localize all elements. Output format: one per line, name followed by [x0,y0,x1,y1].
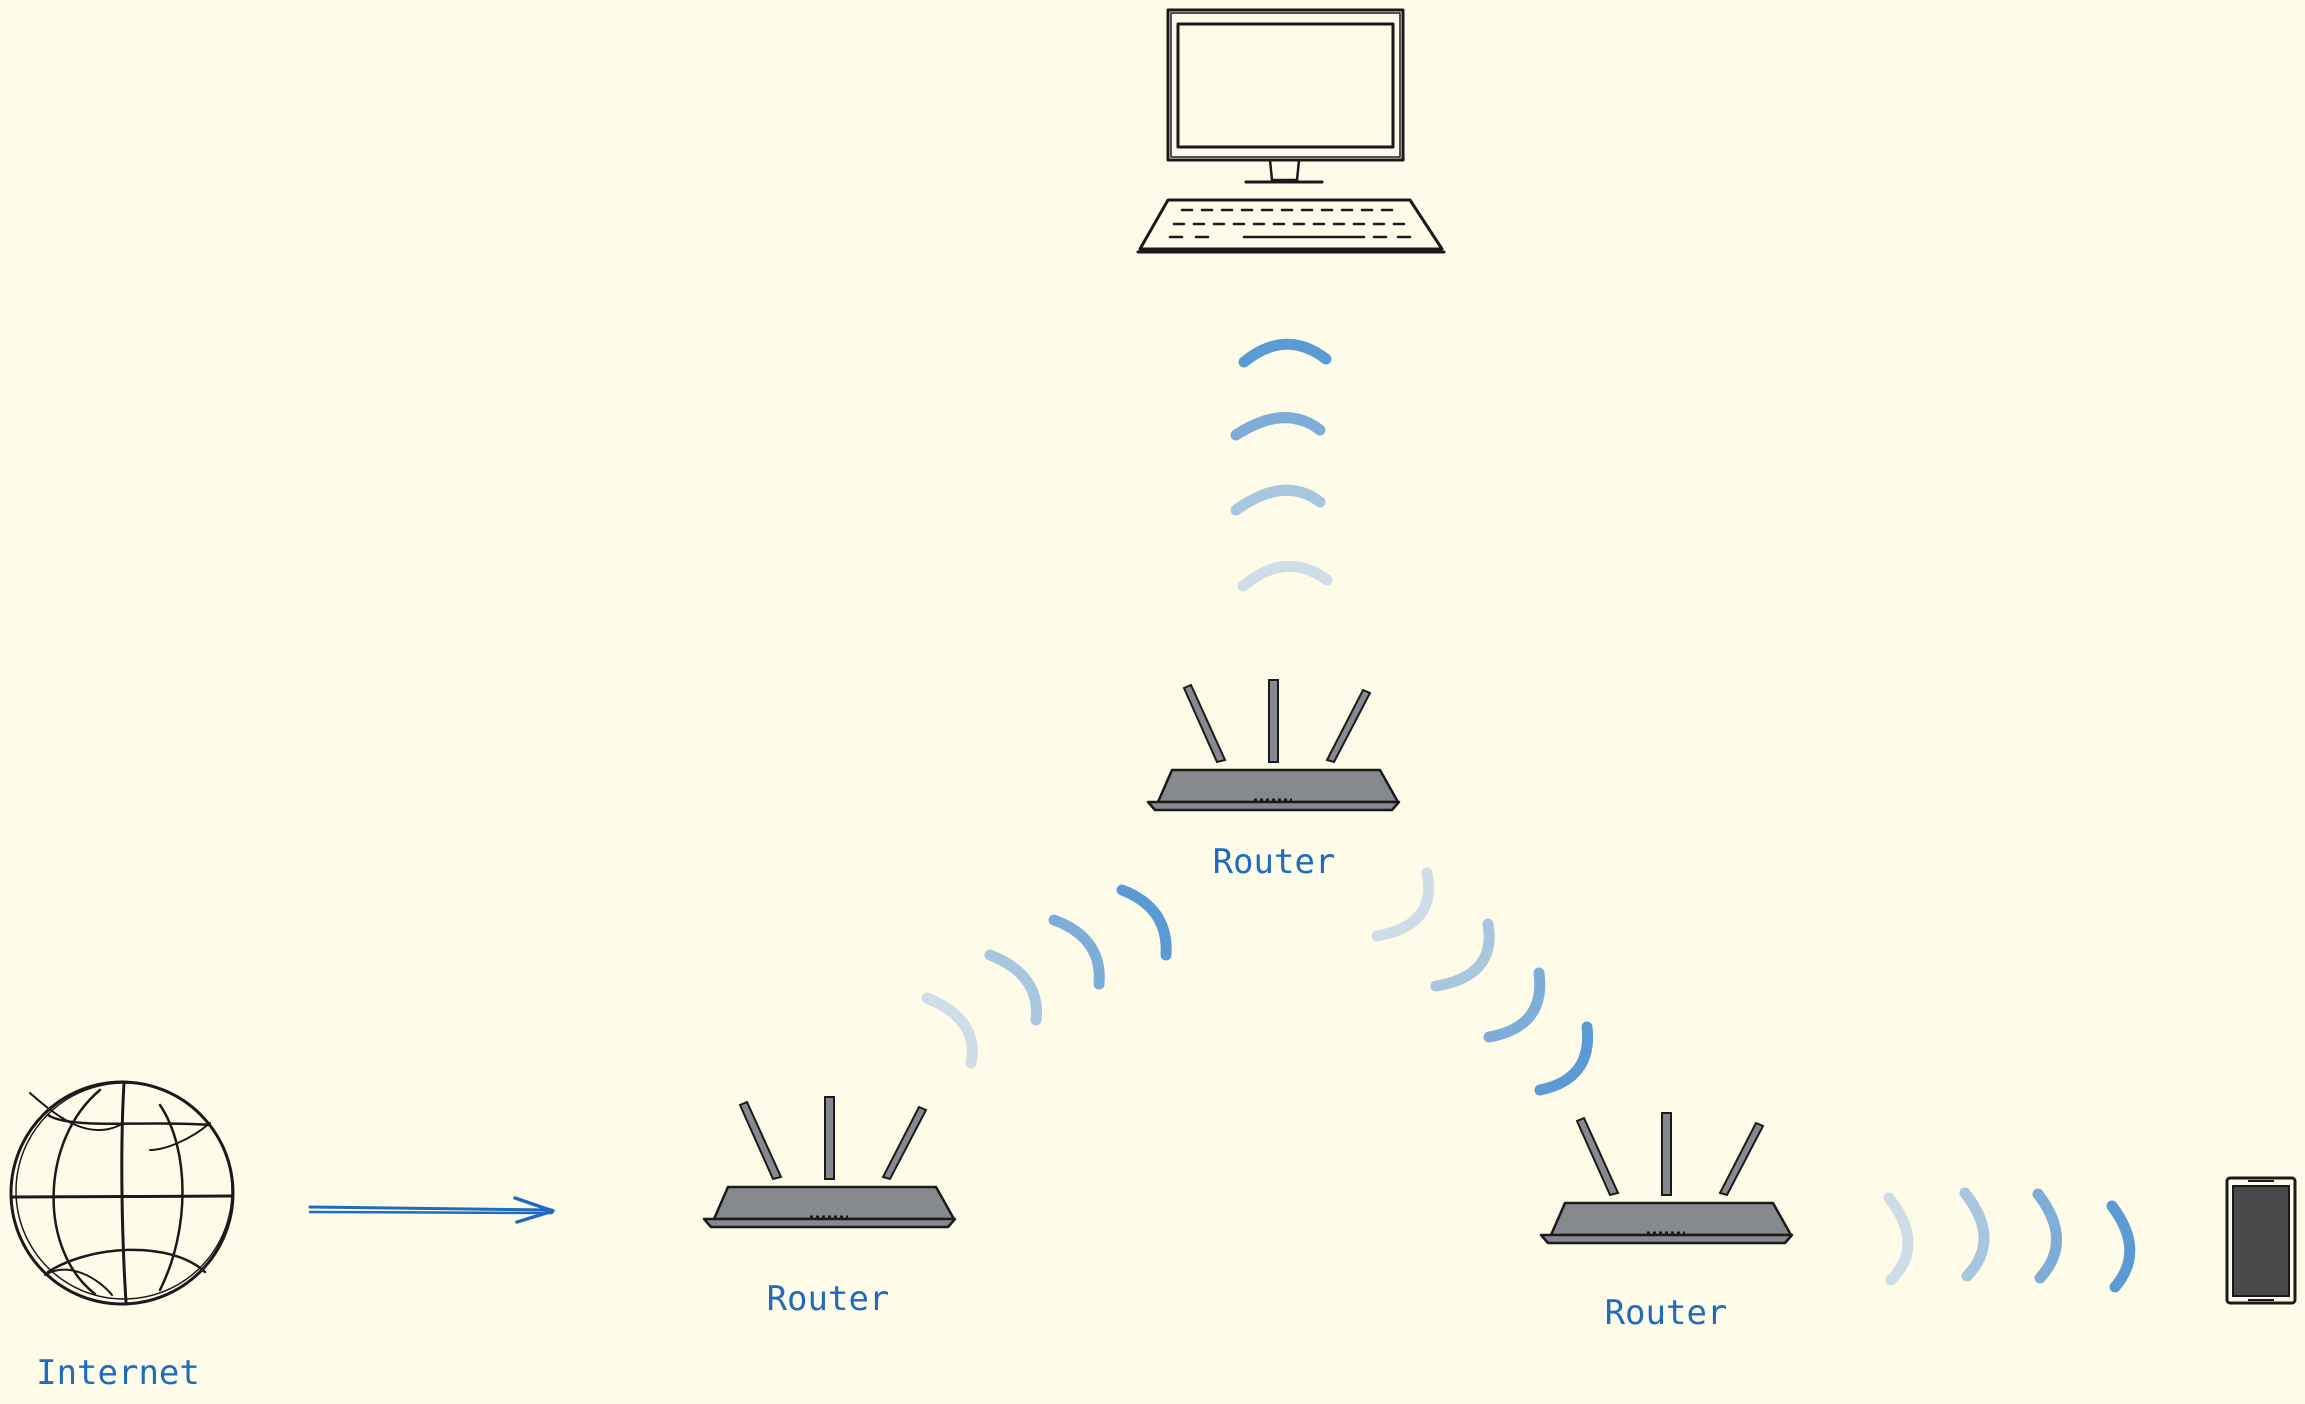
globe-icon [9,1080,235,1306]
router-right-icon [1539,1111,1794,1245]
connection-arrow [308,1196,555,1224]
router-left-label: Router [767,1279,890,1319]
router-left-icon [702,1095,957,1229]
internet-label: Internet [36,1353,200,1393]
desktop-computer-icon [1136,8,1446,254]
router-right-label: Router [1605,1293,1728,1333]
smartphone-icon [2225,1176,2297,1305]
wireless-signal-to-phone [1883,1187,2136,1293]
wireless-signal-to-computer [1230,338,1333,592]
router-center-label: Router [1213,842,1336,882]
wireless-signal-left-to-center [921,884,1172,1069]
router-center-icon [1146,678,1401,812]
wireless-signal-center-to-right [1371,867,1594,1096]
